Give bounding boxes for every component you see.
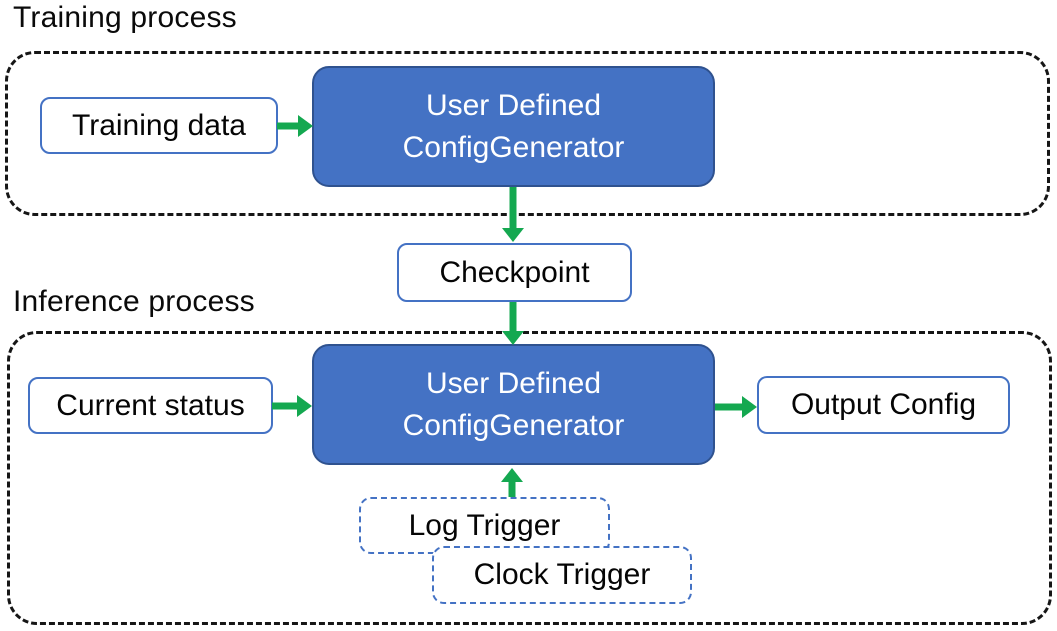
inference-process-container: [7, 331, 1052, 625]
arrow-head: [502, 331, 524, 345]
arrow-generator-to-output-config: [715, 395, 757, 419]
arrow-head: [742, 396, 757, 418]
training-process-container: [5, 51, 1050, 216]
arrow-head: [502, 228, 524, 242]
arrow-checkpoint-to-inference-generator: [501, 302, 525, 345]
training-config-generator-node: User Defined ConfigGenerator: [312, 66, 715, 187]
training-data-box: Training data: [40, 97, 278, 154]
log-trigger-box: Log Trigger: [359, 497, 610, 554]
clock-trigger-box: Clock Trigger: [432, 546, 692, 604]
arrow-shaft: [509, 302, 517, 332]
training-section-label: Training process: [13, 1, 237, 34]
arrow-generator-to-checkpoint: [501, 187, 525, 242]
current-status-label: Current status: [56, 388, 245, 422]
inference-config-generator-node: User Defined ConfigGenerator: [312, 344, 715, 465]
arrow-triggers-to-generator: [500, 468, 524, 497]
current-status-box: Current status: [28, 377, 273, 434]
arrow-shaft: [272, 402, 298, 410]
training-data-label: Training data: [72, 108, 246, 142]
arrow-head: [298, 115, 313, 137]
clock-trigger-label: Clock Trigger: [473, 558, 651, 591]
output-config-box: Output Config: [757, 376, 1010, 434]
generator-label-line2: ConfigGenerator: [402, 408, 625, 442]
checkpoint-box: Checkpoint: [397, 243, 632, 302]
arrow-shaft: [509, 187, 517, 229]
arrow-head: [501, 468, 523, 482]
arrow-current-status-to-generator: [272, 394, 312, 418]
checkpoint-label: Checkpoint: [439, 255, 590, 289]
generator-label-line2: ConfigGenerator: [402, 130, 625, 164]
log-trigger-label: Log Trigger: [408, 508, 561, 542]
arrow-shaft: [715, 403, 743, 411]
output-config-label: Output Config: [790, 388, 977, 421]
arrow-head: [297, 395, 312, 417]
generator-label-line1: User Defined: [425, 88, 602, 122]
arrow-shaft: [277, 122, 299, 130]
arrow-training-data-to-generator: [277, 114, 313, 138]
arrow-shaft: [508, 481, 516, 497]
generator-label-line1: User Defined: [425, 366, 602, 400]
inference-section-label: Inference process: [13, 285, 255, 318]
